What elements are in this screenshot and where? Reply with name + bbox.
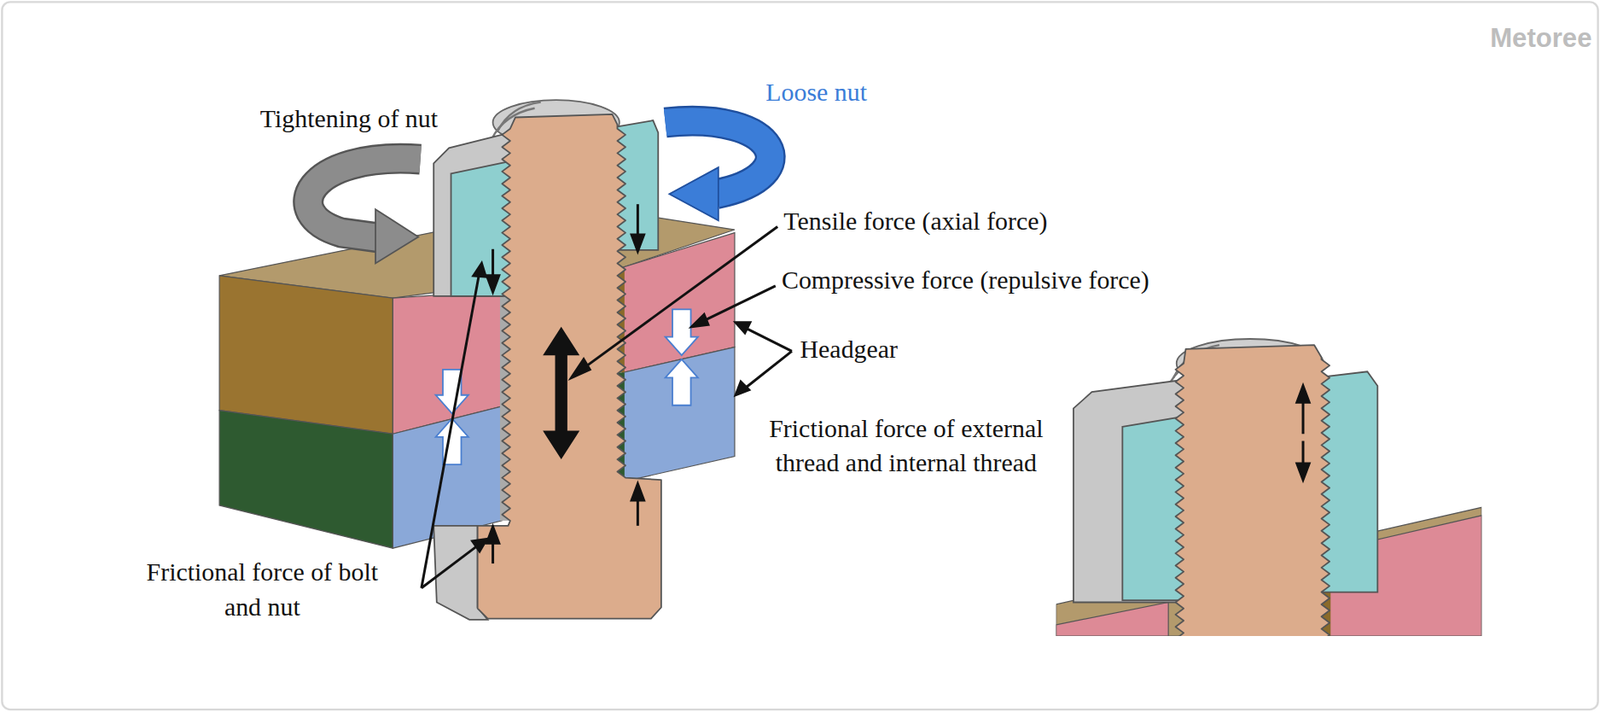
illustration-part [1297, 385, 1310, 402]
illustration-part [491, 541, 495, 564]
illustration-part [735, 381, 750, 396]
illustration-part [375, 209, 419, 263]
illustration-part [571, 359, 591, 379]
callout-label: Headgear [799, 331, 943, 367]
callout-label: Loose nut [734, 75, 898, 111]
illustration-part [1056, 602, 1170, 636]
illustration-part [692, 314, 709, 326]
illustration-part [622, 347, 735, 483]
illustration-part [636, 498, 640, 526]
illustration-part [1073, 379, 1184, 603]
bolt-section [1175, 344, 1331, 636]
illustration-part [451, 161, 511, 297]
illustration-part [219, 410, 393, 548]
illustration-part [1122, 416, 1184, 600]
illustration-part [477, 114, 662, 619]
illustration-part [433, 132, 511, 296]
illustration-part [436, 308, 699, 465]
callout-label: Frictional force of external thread and … [738, 411, 1074, 481]
illustration-part [542, 326, 580, 460]
illustration-part [436, 369, 469, 414]
illustration-part [1297, 385, 1310, 480]
illustration-part [308, 158, 421, 239]
illustration-part [631, 483, 644, 501]
illustration-part [735, 322, 751, 333]
illustration-part [421, 543, 480, 588]
callout-label: Tensile force (axial force) [783, 203, 1111, 239]
illustration-part [308, 158, 421, 239]
illustration-part [486, 275, 499, 292]
illustration-part [486, 203, 644, 564]
callout-label: Frictional force of bolt and nut [145, 555, 380, 625]
illustration-part [631, 234, 644, 251]
illustration-part [743, 350, 792, 390]
illustration-part [219, 275, 393, 434]
illustration-part [743, 326, 792, 352]
illustration-part [581, 226, 779, 369]
illustration-part [473, 263, 486, 278]
illustration-part [636, 203, 640, 237]
illustration-part [669, 167, 718, 221]
illustration-part [1297, 463, 1310, 480]
illustration-part [1175, 344, 1331, 636]
bolt-section [477, 114, 662, 619]
illustration-part [699, 285, 775, 323]
illustration-part [1302, 400, 1305, 434]
illustration-part [665, 359, 699, 406]
illustration-part [491, 249, 495, 278]
watermark: Metoree [1448, 20, 1592, 56]
illustration-part [472, 538, 488, 551]
illustration-part [1056, 337, 1483, 636]
illustration-part [665, 308, 699, 355]
illustration-part [1302, 441, 1305, 466]
callout-label: Tightening of nut [236, 102, 461, 138]
illustration-part [486, 526, 499, 543]
callout-label: Compressive force (repulsive force) [781, 263, 1211, 299]
